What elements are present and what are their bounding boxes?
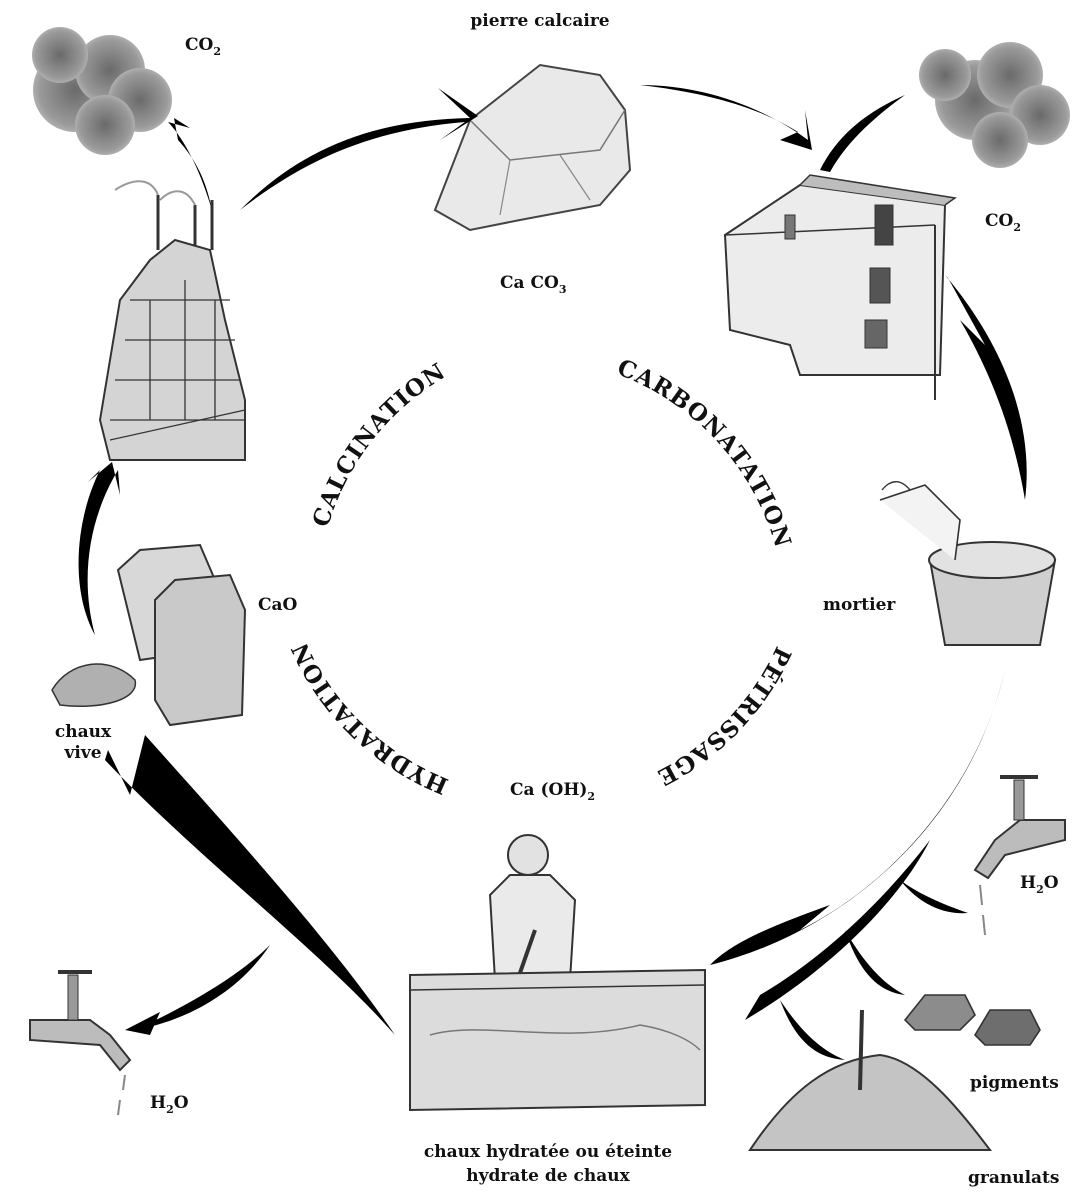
smoke-cloud-left-illustration xyxy=(32,27,172,155)
co2-right-label: CO2 xyxy=(985,211,1021,234)
phase-petrissage-label: PÉTRISSAGE xyxy=(653,643,797,791)
caco3-label: Ca CO3 xyxy=(500,273,566,296)
limestone-rock-illustration xyxy=(433,63,632,232)
limestone-label: pierre calcaire xyxy=(470,11,609,31)
arrow-water-to-slaking xyxy=(125,945,270,1035)
arrow-kiln-to-co2 xyxy=(168,118,212,210)
house-illustration xyxy=(723,174,957,400)
phase-hydratation-label: HYDRATATION xyxy=(286,638,452,800)
co2-left-label: CO2 xyxy=(185,35,221,58)
water-tap-left-illustration xyxy=(29,970,132,1116)
arrow-aggregates-to-mix xyxy=(780,1000,845,1060)
mortar-label: mortier xyxy=(823,595,896,615)
water-tap-right-illustration xyxy=(973,775,1066,936)
phase-calcination-label: CALCINATION xyxy=(307,358,450,531)
hydrated-lime-label-line1: chaux hydratée ou éteinte xyxy=(424,1142,672,1162)
arrow-mixing-inner xyxy=(745,840,930,1020)
arrow-water-right-to-mix xyxy=(900,880,968,914)
arrow-quicklime-to-slaking xyxy=(105,735,395,1035)
arrow-limestone-to-kiln xyxy=(240,88,478,210)
lime-slaking-worker-illustration xyxy=(409,834,706,1112)
caoh2-label: Ca (OH)2 xyxy=(510,780,595,803)
aggregate-pile-illustration xyxy=(748,1009,993,1151)
arrow-pigments-to-mix xyxy=(845,930,905,995)
pigments-label: pigments xyxy=(970,1073,1059,1093)
mortar-bucket-illustration xyxy=(879,481,1057,646)
h2o-right-label: H2O xyxy=(1020,873,1059,896)
phase-carbonatation-label: CARBONATATION xyxy=(613,354,796,551)
aggregates-label: granulats xyxy=(968,1168,1059,1188)
pigment-bags-illustration xyxy=(903,994,1041,1046)
cao-label: CaO xyxy=(258,595,298,615)
arrow-mortar-to-house xyxy=(945,275,1027,500)
quicklime-label-line2: vive xyxy=(63,743,101,763)
hydrated-lime-label-line2: hydrate de chaux xyxy=(466,1166,630,1186)
arrow-kiln-to-quicklime xyxy=(78,462,120,635)
lime-kiln-factory-illustration xyxy=(98,180,246,461)
quicklime-sacks-illustration xyxy=(51,543,247,727)
cycle-arrows xyxy=(78,85,1027,1060)
h2o-left-label: H2O xyxy=(150,1093,189,1116)
arrow-house-to-co2 xyxy=(820,95,905,172)
arrow-house-to-limestone xyxy=(640,85,812,150)
quicklime-label-line1: chaux xyxy=(55,722,112,742)
smoke-cloud-right-illustration xyxy=(919,42,1070,168)
